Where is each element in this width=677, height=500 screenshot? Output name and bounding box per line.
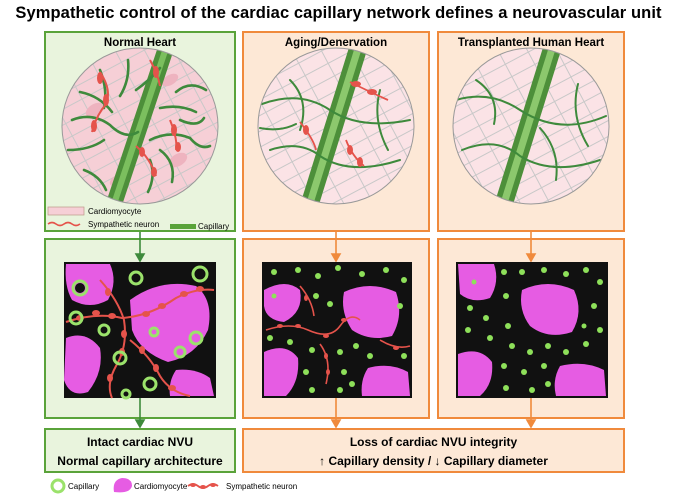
capillary-swatch [170,224,196,229]
bottom-legend-cardiomyocyte: Cardiomyocyte [134,482,188,491]
arrow-transplanted-bottom [525,398,537,429]
conclusion-normal-line1: Intact cardiac NVU [86,435,194,449]
inset-legend-capillary: Capillary [198,222,229,231]
panel-title-transplanted: Transplanted Human Heart [457,37,605,49]
arrow-transplanted-top [525,232,537,263]
inset-legend-cardiomyocyte: Cardiomyocyte [88,207,142,216]
conclusion-box-normal: Intact cardiac NVU Normal capillary arch… [44,428,236,473]
bottom-legend-capillary: Capillary [68,482,99,491]
micrograph-transplanted [456,262,608,398]
bottom-legend: Capillary Cardiomyocyte Sympathetic neur… [50,478,297,494]
panel-title-normal: Normal Heart [103,37,177,49]
bottom-legend-neuron: Sympathetic neuron [226,482,297,491]
panel-title-aging: Aging/Denervation [284,37,388,49]
micrograph-aging [262,262,412,398]
sympathetic-neuron-swatch [47,221,81,227]
cardiomyocyte-swatch [47,206,85,216]
inset-legend-neuron: Sympathetic neuron [88,220,159,229]
arrow-aging-bottom [330,398,342,429]
conclusion-loss-line1: Loss of cardiac NVU integrity [349,435,518,449]
normal-heart-circle [61,47,219,205]
micrograph-normal [64,262,216,400]
inset-legend: Cardiomyocyte Sympathetic neuron Capilla… [47,206,229,231]
cardiomyocyte-legend-icon [113,478,132,493]
capillary-legend-icon [50,478,66,494]
arrow-aging-top [330,232,342,263]
conclusion-normal-line2: Normal capillary architecture [57,454,223,468]
arrow-normal-bottom [134,398,146,429]
arrow-normal-top [134,232,146,263]
normal-nerve-varicosities [91,66,181,177]
transplanted-circle [452,47,610,205]
figure-title: Sympathetic control of the cardiac capil… [15,4,662,22]
conclusion-loss-line2: ↑ Capillary density / ↓ Capillary diamet… [319,454,548,468]
aging-circle [257,47,415,205]
normal-capillary-network [66,48,212,204]
conclusion-box-loss: Loss of cardiac NVU integrity ↑ Capillar… [242,428,625,473]
